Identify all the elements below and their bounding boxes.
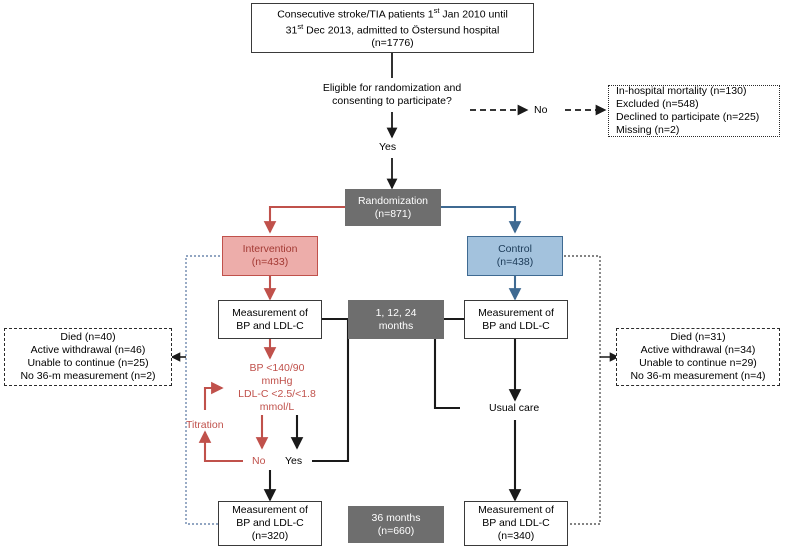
intervention-measurement-1-box: Measurement of BP and LDL-C xyxy=(218,300,322,339)
randomization-box: Randomization (n=871) xyxy=(345,189,441,226)
measurement-line-1: Measurement of xyxy=(232,504,308,517)
target-line-4: mmol/L xyxy=(259,400,295,413)
source-population-box: Consecutive stroke/TIA patients 1st Jan … xyxy=(251,3,534,53)
measurement-line-1: Measurement of xyxy=(478,504,554,517)
target-line-1: BP <140/90 xyxy=(249,362,305,375)
control-box: Control (n=438) xyxy=(467,236,563,276)
dropout-item: No 36-m measurement (n=2) xyxy=(20,369,156,382)
exclusion-item: Excluded (n=548) xyxy=(616,98,699,111)
measurement-count: (n=320) xyxy=(251,529,289,542)
timeline-line-2: months xyxy=(378,319,414,332)
timeline-midpoints-box: 1, 12, 24 months xyxy=(348,300,444,339)
exclusions-box: In-hospital mortality (n=130) Excluded (… xyxy=(608,85,780,137)
eligibility-line-1: Eligible for randomization and xyxy=(322,82,462,95)
randomization-label: Randomization xyxy=(357,194,429,207)
measurement-count: (n=340) xyxy=(497,529,535,542)
exclusion-item: Declined to participate (n=225) xyxy=(616,111,760,123)
eligibility-question: Eligible for randomization and consentin… xyxy=(297,80,487,110)
target-line-3: LDL-C <2.5/<1.8 xyxy=(238,388,316,400)
connector-control-dropout-bracket xyxy=(560,255,630,525)
source-line-2: 31st Dec 2013, admitted to Östersund hos… xyxy=(285,21,500,37)
dropout-item: Active withdrawal (n=46) xyxy=(30,344,146,357)
intervention-box: Intervention (n=433) xyxy=(222,236,318,276)
intervention-label: Intervention xyxy=(242,243,298,256)
control-measurement-2-box: Measurement of BP and LDL-C (n=340) xyxy=(464,501,568,546)
control-label: Control xyxy=(498,243,532,256)
measurement-line-1: Measurement of xyxy=(478,306,554,319)
yes-branch-label: Yes xyxy=(379,141,397,153)
source-line-1: Consecutive stroke/TIA patients 1st Jan … xyxy=(277,6,508,21)
measurement-line-2: BP and LDL-C xyxy=(482,319,550,332)
intervention-measurement-2-box: Measurement of BP and LDL-C (n=320) xyxy=(218,501,322,546)
connector-randomization-to-control xyxy=(434,205,522,234)
no-branch-label: No xyxy=(534,104,548,116)
target-line-2: mmHg xyxy=(261,375,293,388)
timeline-36months-box: 36 months (n=660) xyxy=(348,506,444,543)
exclusion-item: Missing (n=2) xyxy=(616,123,680,136)
control-measurement-1-box: Measurement of BP and LDL-C xyxy=(464,300,568,339)
exclusion-item: In-hospital mortality (n=130) xyxy=(616,85,747,98)
eligibility-line-2: consenting to participate? xyxy=(332,95,452,107)
usual-care-label: Usual care xyxy=(489,402,540,414)
dropout-item: Unable to continue (n=25) xyxy=(27,357,149,369)
timeline-line-1: 1, 12, 24 xyxy=(375,306,417,319)
connector-randomization-to-intervention xyxy=(263,205,352,234)
timeline-line-2: (n=660) xyxy=(377,524,415,537)
measurement-line-1: Measurement of xyxy=(232,306,308,319)
dropout-item: Died (n=40) xyxy=(60,331,116,344)
measurement-line-2: BP and LDL-C xyxy=(236,517,304,530)
dropout-item: Unable to continue n=29) xyxy=(639,357,757,369)
treatment-targets: BP <140/90 mmHg LDL-C <2.5/<1.8 mmol/L xyxy=(222,360,332,416)
intervention-count: (n=433) xyxy=(251,256,289,268)
randomization-count: (n=871) xyxy=(374,207,412,220)
intervention-dropout-box: Died (n=40) Active withdrawal (n=46) Una… xyxy=(4,328,172,386)
measurement-line-2: BP and LDL-C xyxy=(482,517,550,530)
decision-yes-label: Yes xyxy=(285,455,303,467)
decision-no-label: No xyxy=(252,455,266,467)
titration-label: Titration xyxy=(186,419,224,431)
dropout-item: Active withdrawal (n=34) xyxy=(640,344,756,357)
control-count: (n=438) xyxy=(496,256,534,268)
timeline-line-1: 36 months xyxy=(371,511,421,524)
control-dropout-box: Died (n=31) Active withdrawal (n=34) Una… xyxy=(616,328,780,386)
dropout-item: No 36-m measurement (n=4) xyxy=(630,369,766,382)
source-line-3: (n=1776) xyxy=(371,36,414,49)
measurement-line-2: BP and LDL-C xyxy=(236,319,304,332)
dropout-item: Died (n=31) xyxy=(670,331,726,344)
